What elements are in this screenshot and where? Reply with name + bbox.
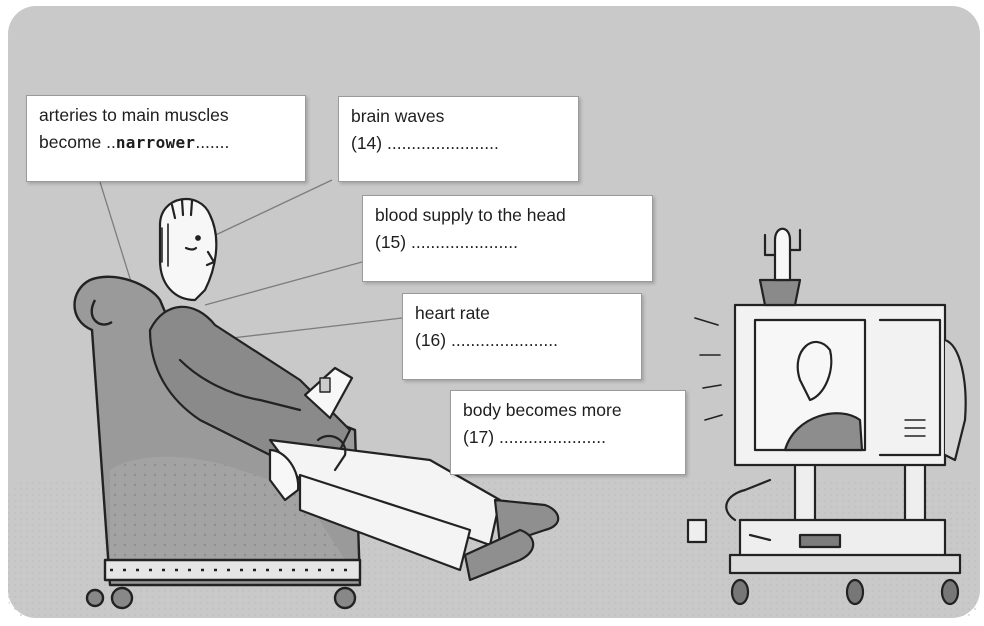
label-arteries: arteries to main muscles become ..narrow… bbox=[26, 95, 306, 182]
blank-14: (14) ....................... bbox=[351, 130, 568, 157]
label-brain-waves-line1: brain waves bbox=[351, 103, 568, 130]
label-arteries-line2: become ..narrower....... bbox=[39, 129, 295, 156]
label-body: body becomes more (17) .................… bbox=[450, 390, 686, 475]
answer-narrower: narrower bbox=[116, 133, 195, 152]
label-heart-rate: heart rate (16) ...................... bbox=[402, 293, 642, 380]
label-brain-waves: brain waves (14) ....................... bbox=[338, 96, 579, 182]
label-body-line1: body becomes more bbox=[463, 397, 675, 424]
label-arteries-line1: arteries to main muscles bbox=[39, 102, 295, 129]
label-heart-rate-line1: heart rate bbox=[415, 300, 631, 327]
label-arteries-suffix: ....... bbox=[195, 132, 229, 152]
blank-16: (16) ...................... bbox=[415, 327, 631, 354]
label-blood-supply: blood supply to the head (15) ..........… bbox=[362, 195, 653, 282]
blank-15: (15) ...................... bbox=[375, 229, 642, 256]
label-arteries-prefix: become .. bbox=[39, 132, 116, 152]
blank-17: (17) ...................... bbox=[463, 424, 675, 451]
label-blood-supply-line1: blood supply to the head bbox=[375, 202, 642, 229]
